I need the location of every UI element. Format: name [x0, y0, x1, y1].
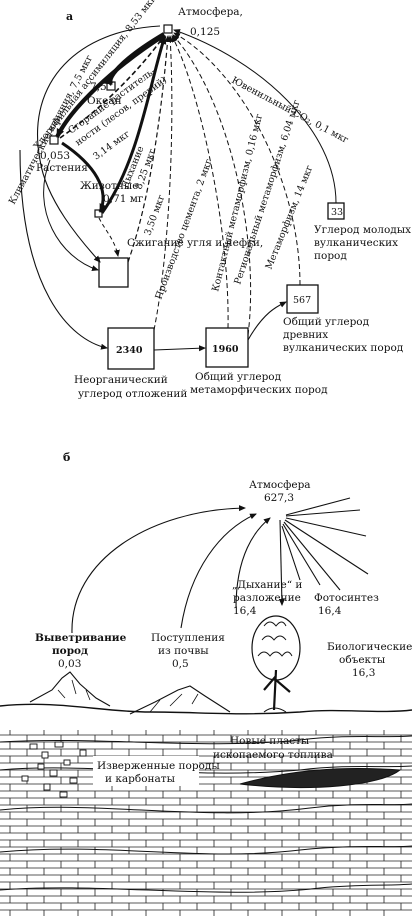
cement-arrow [153, 35, 174, 331]
atmosphere-b-label: Атмосфера [249, 479, 311, 491]
metamorphism-arrow [173, 32, 301, 286]
panel-a-flow-arrows [19, 25, 337, 352]
biological-label-2: объекты [339, 654, 385, 666]
burning-label: Сжигание угля и нефти, [127, 237, 263, 249]
atmosphere-b-value: 627,3 [264, 492, 294, 504]
panel-b: б Атмосфера 627,3 Выветривание пород 0,0… [0, 451, 412, 916]
respiration-b-label-1: „Дыхание“ и [232, 579, 302, 591]
assimilation-plants-arrow [55, 34, 165, 138]
ancient-volcanic-label-3: вулканических пород [283, 342, 404, 354]
atmosphere-label: Атмосфера, [178, 6, 243, 18]
rubble [21, 741, 87, 798]
soil-label-2: из почвы [158, 645, 209, 657]
inorganic-box [107, 327, 155, 370]
burning-box [98, 257, 129, 288]
fossil-fuel-lens [239, 768, 402, 789]
plants-to-burn-arrow [43, 159, 99, 272]
panel-a: а Атмосфера, 0,125 7,5 Океан 0,053 Расте… [7, 0, 411, 400]
fuel-value: 3,50 мкг [142, 193, 167, 237]
photosynthesis-arrow [278, 519, 285, 606]
young-volcanic-label-2: вулканических [314, 237, 398, 249]
respiration-arrow [100, 35, 167, 214]
panel-a-letter: а [66, 10, 73, 23]
cement-flow-label: Производство цемента, 2 мкг [153, 158, 214, 301]
metamorphic-value: 1960 [212, 344, 239, 355]
metamorphic-label-2: метаморфических пород [190, 384, 328, 396]
ancient-volcanic-value: 567 [293, 295, 311, 306]
biological-value: 16,3 [352, 667, 375, 679]
respiration-b-value: 16,4 [233, 605, 257, 617]
weathering-value: 0,03 [58, 658, 81, 670]
juvenile-arrow [173, 29, 337, 204]
inorganic-value: 2340 [116, 345, 143, 356]
fuel-burn-arrow [127, 35, 171, 263]
fossil-label-1: Новые пласты [230, 735, 309, 747]
soil-value: 0,5 [172, 658, 189, 670]
ancient-volcanic-label-1: Общий углерод [283, 316, 370, 328]
inorganic-label-2: углерод отложений [78, 388, 187, 400]
photosynthesis-label: Фотосинтез [314, 592, 379, 604]
weathering-label-2: пород [52, 645, 88, 657]
metamorphic-label-1: Общий углерод [195, 371, 282, 383]
ancient-volcanic-box [286, 284, 319, 314]
ground-surface [0, 703, 412, 715]
regional-metamorphism-arrow [172, 34, 252, 336]
biological-label-1: Биологические [327, 641, 412, 653]
weathering-arrow [71, 505, 246, 634]
panel-b-flow-arrows [71, 505, 285, 634]
animals-label: Животные [80, 180, 138, 192]
soil-label-1: Поступления [151, 632, 225, 644]
plants-value: 0,053 [40, 150, 70, 162]
animals-box [94, 209, 103, 218]
plants-label: Растения [36, 162, 88, 174]
contact-metamorphism-arrow [171, 35, 229, 329]
plants-animals-arrow [61, 141, 107, 213]
meta-to-volcanic-arrow [247, 301, 287, 341]
igneous-label-2: и карбонаты [105, 773, 175, 785]
respiration-b-label-2: разложение [233, 592, 301, 604]
mountain-illustration [29, 671, 231, 715]
igneous-label-bg [93, 756, 199, 786]
respiration-b-arrow [235, 517, 271, 609]
inorganic-to-meta-arrow [153, 345, 206, 352]
ancient-volcanic-label-2: древних [283, 329, 328, 341]
sediment-arrow [19, 149, 108, 350]
atmosphere-box [163, 24, 173, 34]
animals-to-fuel-arrow [98, 217, 120, 257]
sun-rays [281, 497, 369, 591]
igneous-label-1: Изверженные породы [97, 760, 220, 772]
strata-curves [0, 735, 412, 893]
soil-arrow [180, 513, 257, 629]
climatic-arrow [37, 25, 161, 263]
plants-box [49, 135, 59, 145]
panel-b-letter: б [63, 451, 70, 464]
fossil-label-2: ископаемого топлива [213, 749, 333, 761]
tree-illustration [251, 615, 301, 713]
burn-plants-arrow [59, 35, 165, 139]
young-volcanic-label-1: Углерод молодых [314, 224, 411, 236]
atmosphere-value: 0,125 [190, 26, 220, 38]
ocean-label: Океан [87, 95, 122, 107]
young-volcanic-label-3: пород [314, 250, 347, 262]
inorganic-label-1: Неорганический [74, 374, 168, 386]
photosynthesis-value: 16,4 [318, 605, 342, 617]
weathering-label-1: Выветривание [35, 632, 127, 644]
young-volcanic-value: 33 [331, 207, 343, 218]
metamorphic-box [205, 327, 249, 368]
